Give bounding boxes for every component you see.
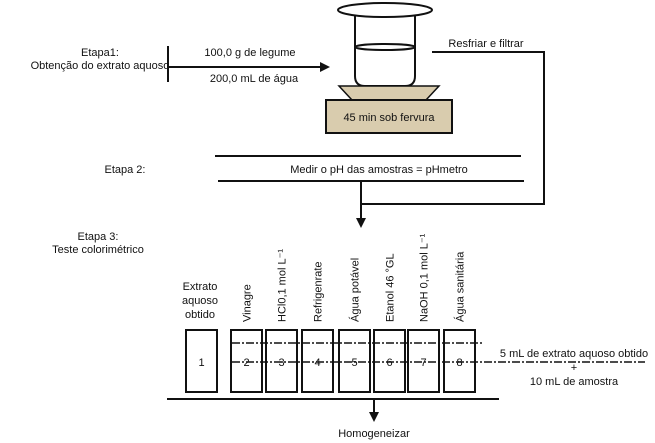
sample-label: NaOH 0,1 mol L⁻¹ <box>419 233 431 322</box>
sample-label: Água potável <box>349 258 362 322</box>
stage1-title: Etapa1: <box>81 47 119 59</box>
reference-label-line3: obtido <box>185 309 215 321</box>
sample-label: Refrigenrate <box>313 261 325 322</box>
tube-number: 6 <box>386 357 392 369</box>
tube-number: 5 <box>351 357 357 369</box>
tube-number: 7 <box>420 357 426 369</box>
sample-label: HCl0,1 mol L⁻¹ <box>277 249 289 322</box>
test-tube-5 <box>338 329 371 393</box>
mix-line2: 10 mL de amostra <box>530 376 619 388</box>
stage3-subtitle: Teste colorimétrico <box>52 244 144 256</box>
heating-plate: 45 min sob fervura <box>325 85 453 134</box>
sample-label: Etanol 46 °GL <box>385 253 397 322</box>
test-tube-7 <box>407 329 440 393</box>
tube-number: 8 <box>456 357 462 369</box>
tube-number: 1 <box>198 357 204 369</box>
test-tube-4 <box>301 329 334 393</box>
reference-label-line2: aquoso <box>182 295 218 307</box>
test-tube-1 <box>185 329 218 393</box>
tube-number: 3 <box>278 357 284 369</box>
sample-label: Vinagre <box>242 284 254 322</box>
input-water: 200,0 mL de água <box>210 73 299 85</box>
homogenize-label: Homogeneizar <box>338 428 410 440</box>
cool-filter-path <box>362 51 545 205</box>
beaker-icon <box>337 2 433 87</box>
heater-label: 45 min sob fervura <box>343 112 435 124</box>
cool-filter-label: Resfriar e filtrar <box>448 38 524 50</box>
stage3-title: Etapa 3: <box>78 231 119 243</box>
sample-label: Água sanitária <box>454 251 467 322</box>
stage2-title: Etapa 2: <box>105 164 146 176</box>
test-tube-3 <box>265 329 298 393</box>
stage1-subtitle: Obtenção do extrato aquoso <box>31 60 170 72</box>
input-vegetable: 100,0 g de legume <box>204 47 295 59</box>
tube-number: 2 <box>243 357 249 369</box>
tube-number: 4 <box>314 357 320 369</box>
stage2-instruction: Medir o pH das amostras = pHmetro <box>290 164 468 176</box>
test-tube-6 <box>373 329 406 393</box>
mix-line1: 5 mL de extrato aquoso obtido <box>500 348 648 360</box>
mix-plus: + <box>571 362 577 374</box>
test-tube-8 <box>443 329 476 393</box>
reference-label-line1: Extrato <box>183 281 218 293</box>
test-tube-2 <box>230 329 263 393</box>
test-tubes: 1 2 Vinagre 3 HCl0,1 mol L⁻¹ 4 Refrigenrate 5 Ág… <box>185 233 476 393</box>
